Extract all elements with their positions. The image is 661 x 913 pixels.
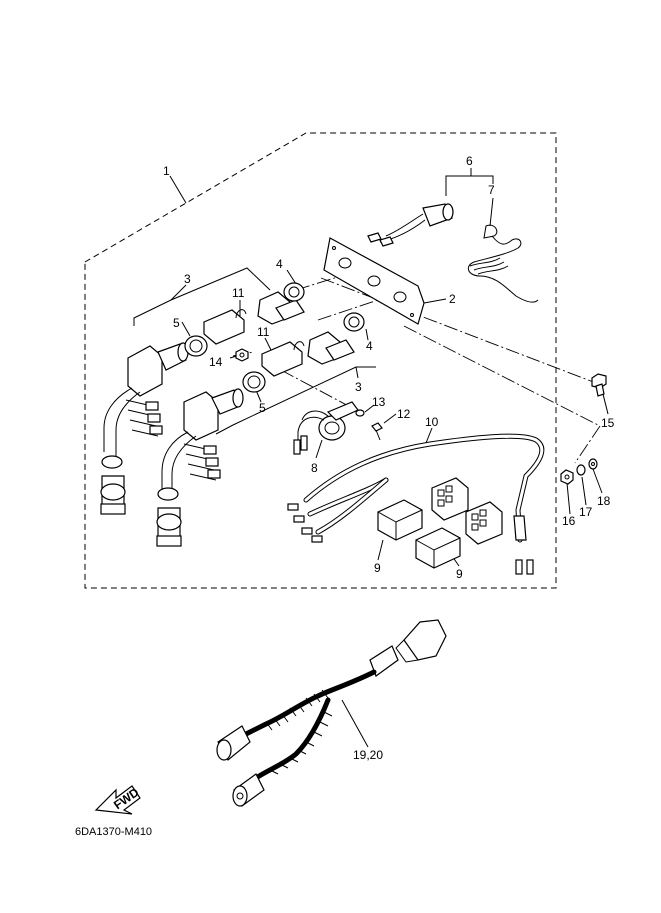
callout-4-lower: 4: [366, 339, 373, 353]
switch-panel-plate: [323, 237, 425, 325]
callout-3-lower: 3: [355, 380, 362, 394]
wire-harness-10: [287, 433, 545, 575]
callout-15: 15: [601, 416, 615, 430]
callout-17: 17: [579, 505, 593, 519]
callout-13: 13: [372, 395, 386, 409]
callout-6: 6: [466, 154, 473, 168]
callout-11-lower: 11: [257, 325, 270, 339]
callout-2: 2: [449, 292, 456, 306]
leader-lines: [133, 168, 609, 748]
callout-10: 10: [425, 415, 439, 429]
callout-4-upper: 4: [276, 257, 283, 271]
bolt-and-washers: [560, 373, 607, 485]
callout-3-upper: 3: [184, 272, 191, 286]
main-switch-upper: [100, 336, 206, 515]
callout-19-20: 19,20: [353, 748, 383, 762]
rings-and-nut: [184, 335, 266, 393]
callout-1: 1: [163, 164, 170, 178]
callout-12: 12: [397, 407, 411, 421]
main-switch-lower: [156, 372, 264, 547]
callout-9-left: 9: [374, 561, 381, 575]
stop-switch-assembly: [367, 203, 539, 303]
callout-7: 7: [488, 183, 495, 197]
callout-14: 14: [209, 355, 223, 369]
buzzer: [293, 401, 383, 455]
fwd-arrow-icon: FWD: [94, 785, 142, 815]
assembly-boundary: [84, 132, 557, 589]
brackets: [203, 309, 305, 377]
callout-16: 16: [562, 514, 576, 528]
diagram-code: 6DA1370-M410: [75, 826, 152, 838]
callout-5-upper: 5: [173, 316, 180, 330]
callout-9-right: 9: [456, 567, 463, 581]
callout-18: 18: [597, 494, 611, 508]
callout-5-lower: 5: [259, 401, 266, 415]
callout-11-upper: 11: [232, 286, 245, 300]
callout-labels: 1 2 3 3 4 4 5 5 6 7 8 9 9 10 11 11 12 13…: [163, 154, 615, 762]
clips: [257, 282, 365, 365]
callout-8: 8: [311, 461, 318, 475]
extension-harness: [216, 619, 447, 807]
